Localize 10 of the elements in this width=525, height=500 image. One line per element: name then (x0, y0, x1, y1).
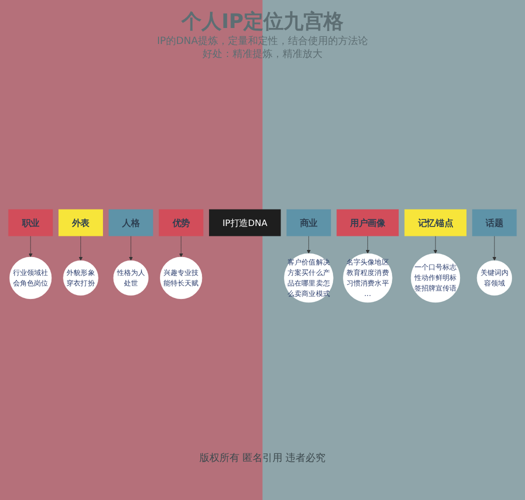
node-box: 商业 (286, 209, 331, 236)
node-box: IP打造DNA (209, 209, 281, 236)
node-box: 用户画像 (336, 209, 399, 236)
node-box: 人格 (108, 209, 154, 236)
copyright-note: 版权所有 匿名引用 违者必究 (198, 452, 327, 465)
node-box: 记忆锚点 (404, 209, 466, 236)
node-box: 话题 (472, 209, 517, 236)
node-box: 外表 (58, 209, 103, 236)
node-box: 优势 (158, 209, 204, 236)
node-box: 职业 (8, 209, 53, 236)
